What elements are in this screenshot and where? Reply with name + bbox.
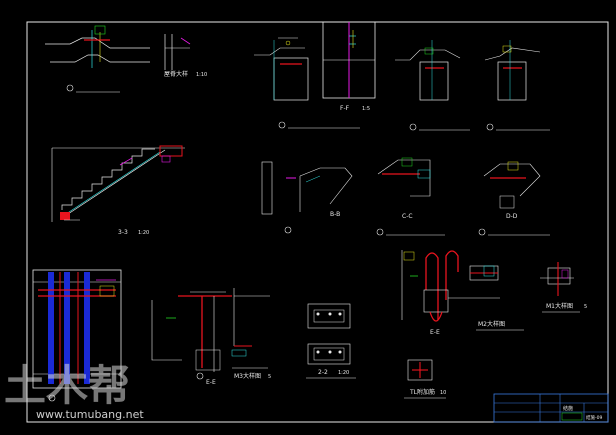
cc-label: C-C bbox=[402, 213, 413, 220]
ridge-scale: 1:10 bbox=[196, 72, 207, 78]
s22-scale: 1:20 bbox=[338, 370, 349, 376]
watermark-url: www.tumubang.net bbox=[36, 408, 144, 421]
stair-section-3-3 bbox=[51, 145, 185, 222]
reinforcement-plan bbox=[32, 269, 122, 402]
m1-scale: 5 bbox=[584, 304, 587, 310]
watermark-cn: 土木帮 bbox=[4, 361, 130, 410]
drawing-border bbox=[26, 21, 609, 423]
m3-label: M3大样图 bbox=[234, 372, 261, 380]
m2-detail bbox=[469, 265, 524, 331]
title-block-name: 结施 bbox=[563, 405, 573, 412]
title-block bbox=[493, 393, 609, 423]
ff-scale: 1:5 bbox=[362, 106, 370, 112]
section-2-2 bbox=[306, 303, 356, 379]
ff-label: F-F bbox=[340, 105, 350, 112]
tl-detail bbox=[404, 359, 446, 399]
dd-section bbox=[478, 161, 550, 236]
eave-node-3 bbox=[484, 40, 550, 131]
dd-label: D-D bbox=[506, 213, 518, 220]
eave-node-1 bbox=[254, 37, 360, 129]
cc-section bbox=[376, 157, 445, 236]
s22-label: 2-2 bbox=[318, 369, 328, 376]
bb-section bbox=[261, 161, 353, 234]
ee-right-section bbox=[401, 250, 500, 322]
ee-left-section bbox=[151, 291, 232, 380]
ee-left-label: E-E bbox=[206, 379, 216, 386]
eave-node-2 bbox=[395, 40, 470, 131]
ff-section bbox=[322, 21, 376, 99]
bb-label: B-B bbox=[330, 211, 340, 218]
ridge-label: 屋脊大样 bbox=[164, 70, 188, 78]
title-block-drawing-no: 结施-09 bbox=[586, 414, 602, 421]
ridge-detail bbox=[45, 25, 191, 93]
m1-detail bbox=[540, 262, 580, 313]
s33-scale: 1:20 bbox=[138, 230, 149, 236]
m3-scale: 5 bbox=[268, 374, 271, 380]
m2-label: M2大样图 bbox=[478, 320, 505, 328]
ee-right-label: E-E bbox=[430, 329, 440, 336]
tl-scale: 10 bbox=[440, 390, 446, 396]
m3-detail bbox=[231, 288, 270, 369]
tl-label: TL附加筋 bbox=[409, 388, 435, 396]
s33-label: 3-3 bbox=[118, 229, 128, 236]
m1-label: M1大样图 bbox=[546, 302, 573, 310]
